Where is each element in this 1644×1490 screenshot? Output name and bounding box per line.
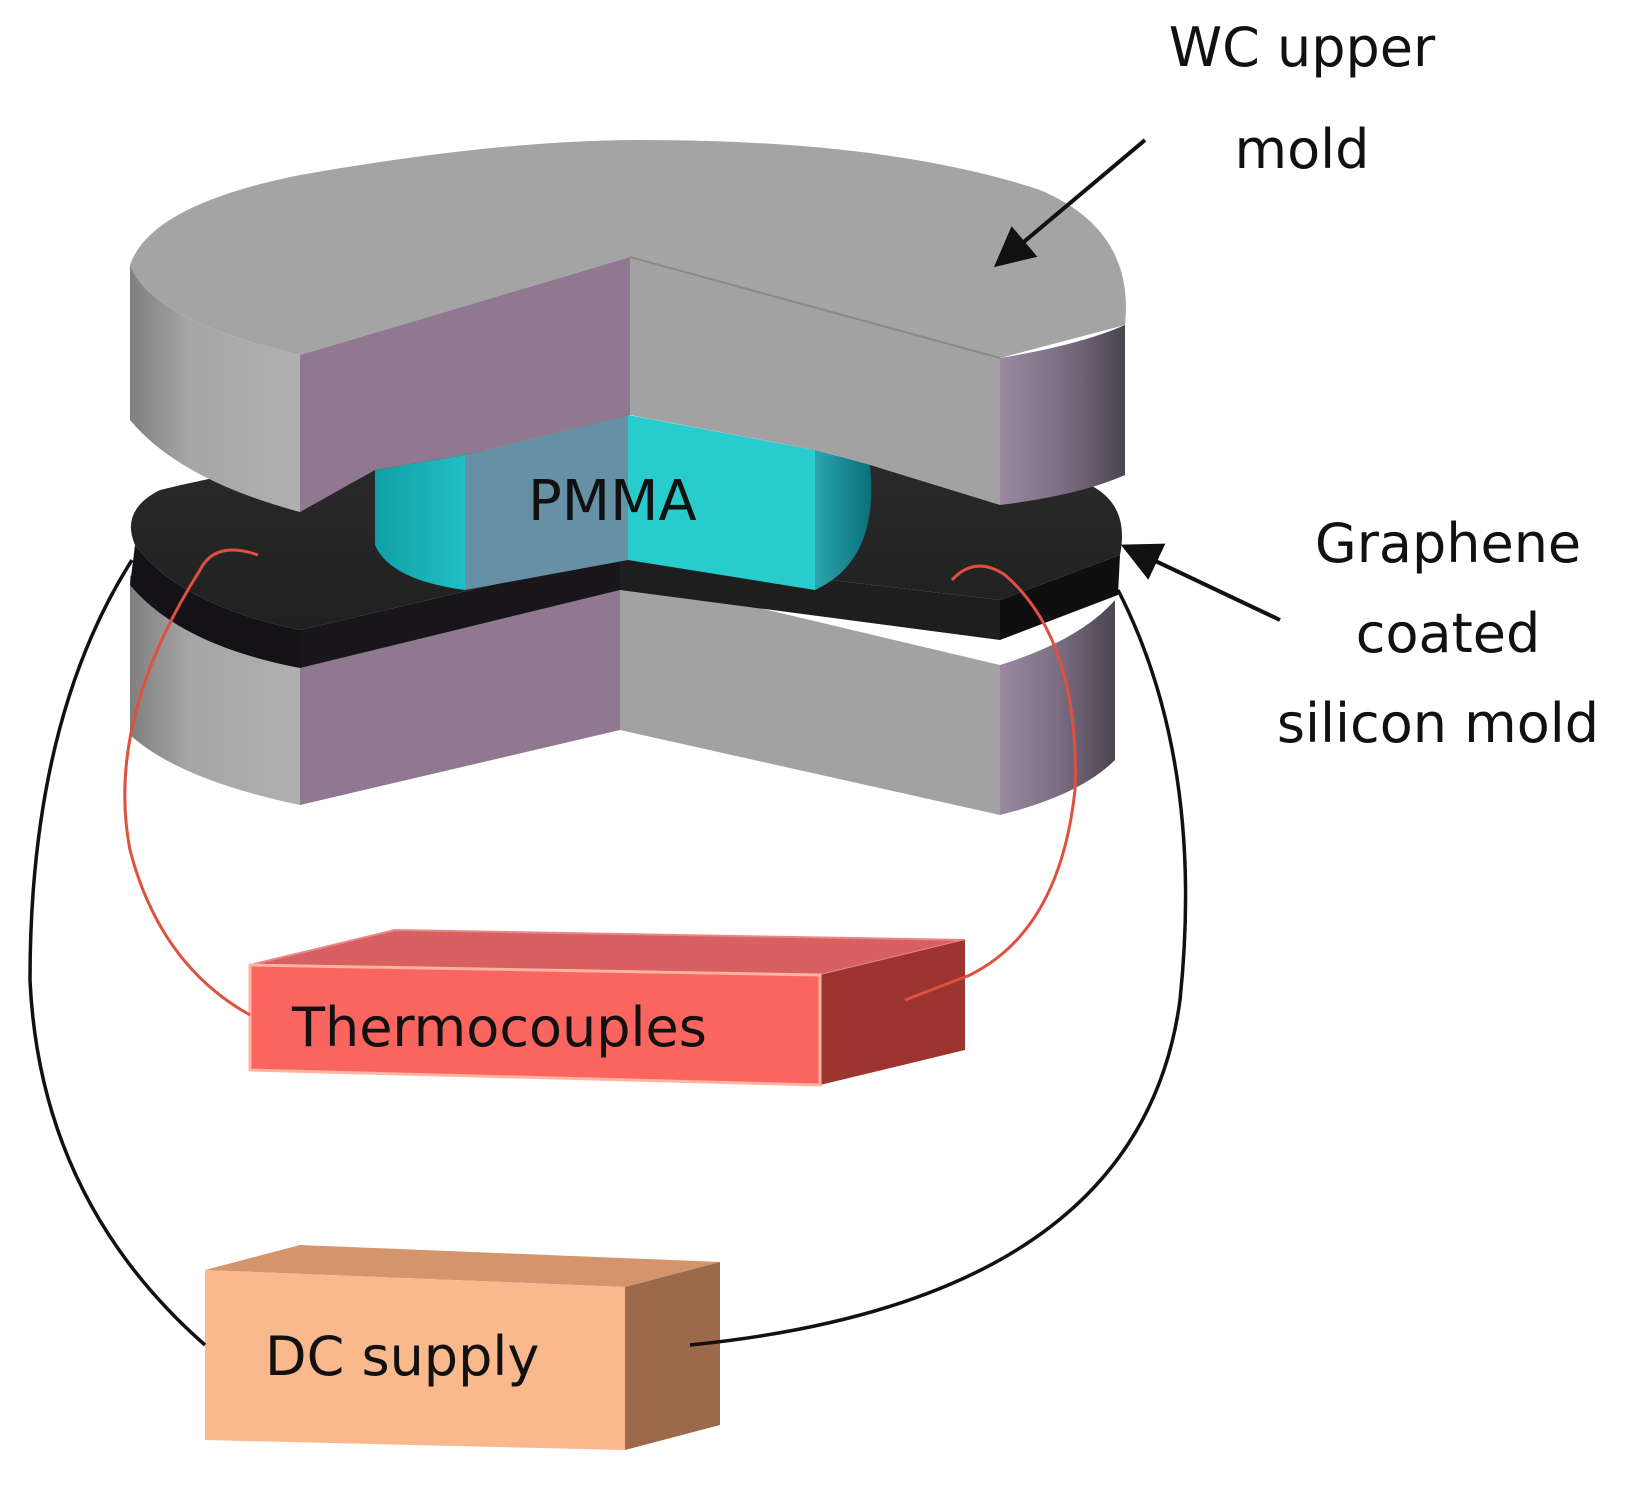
silicon-mold-band-right (1000, 555, 1120, 640)
pmma-cut-face-right (628, 415, 815, 590)
upper-mold-label-line2: mold (1235, 118, 1370, 181)
graphene-label-line1: Graphene (1315, 512, 1581, 575)
thermocouples-label: Thermocouples (291, 996, 707, 1059)
upper-mold-arrow (993, 138, 1147, 268)
lower-mold-outer-face-left (130, 575, 300, 805)
pmma-left-curved-face (375, 455, 465, 590)
dc-wire-right (689, 589, 1188, 1347)
graphene-label-line2: coated (1356, 602, 1541, 665)
upper-mold-label-line1: WC upper (1169, 16, 1436, 79)
silicon-mold-band-left (130, 545, 300, 668)
dc-supply-box-front (205, 1270, 625, 1450)
dc-supply-box-top (205, 1245, 720, 1287)
thermocouples-box-side (820, 940, 965, 1085)
pmma-cut-face-left (465, 415, 628, 590)
wc-upper-mold (130, 140, 1126, 512)
lower-mold-edge-right (1000, 600, 1115, 815)
lower-mold-cut-face-right (620, 575, 1000, 815)
dc-supply-box-side (625, 1262, 720, 1450)
upper-mold-edge-right (1000, 325, 1125, 505)
graphene-arrow (1120, 543, 1281, 622)
silicon-mold-band-cut-left (300, 555, 620, 668)
graphene-label-line3: silicon mold (1277, 692, 1599, 755)
thermocouples-box: Thermocouples (248, 928, 966, 1087)
pmma-right-curved-face (815, 450, 872, 590)
thermocouple-wire-right (904, 564, 1077, 1002)
silicon-mold-band-cut-right (620, 555, 1000, 640)
pmma-sample: PMMA (375, 415, 872, 590)
dc-wire-left (28, 559, 207, 1347)
upper-mold-outer-face-left (130, 265, 300, 512)
upper-mold-cut-face-right (630, 257, 1000, 505)
dc-supply-label: DC supply (265, 1325, 539, 1388)
thermocouples-box-front (248, 963, 822, 1087)
pmma-label: PMMA (528, 469, 697, 534)
upper-mold-top-surface (130, 140, 1126, 358)
dc-supply-box: DC supply (205, 1245, 720, 1450)
upper-mold-seam (629, 256, 1001, 359)
upper-mold-cut-face-left (300, 257, 630, 512)
thermocouple-wire-left (123, 548, 259, 1017)
